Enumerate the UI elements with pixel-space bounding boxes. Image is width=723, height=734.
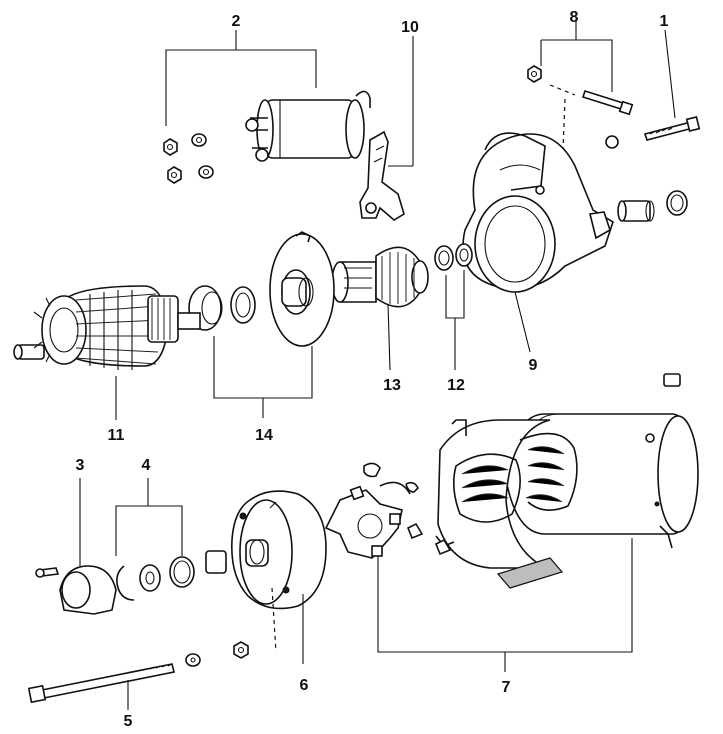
callout-13: 13: [383, 377, 401, 394]
part-2-solenoid-group: [163, 30, 371, 184]
part-3-end-cap: [35, 478, 117, 615]
callout-12: 12: [447, 377, 465, 394]
part-4-seal-group: [115, 478, 227, 601]
part-10-shift-lever: [359, 36, 414, 221]
callout-4: 4: [142, 457, 151, 474]
solenoid-nuts-washers: [163, 133, 214, 184]
part-9-drive-end-housing: [462, 132, 614, 353]
part-11-armature: [13, 285, 201, 420]
solenoid: [245, 90, 371, 162]
brush-holder-plate: [324, 462, 452, 559]
part-1-bolt: [605, 29, 701, 149]
callout-7: 7: [502, 679, 511, 696]
part-14-thrust-plate: [188, 231, 335, 418]
callout-labels: 2 10 8 1 9 13 12 11 14 3 4 6 7 5: [76, 9, 669, 730]
part-8-bolt-nut: [527, 20, 634, 176]
callout-6: 6: [300, 677, 309, 694]
callout-11: 11: [108, 427, 125, 444]
part-6-end-plate: [231, 490, 327, 664]
callout-bracket-2: [165, 49, 317, 126]
part-12-washer-circlip: [434, 243, 473, 370]
callout-9: 9: [529, 357, 538, 374]
callout-14: 14: [255, 427, 273, 444]
housing-bushing-washer: [617, 190, 688, 222]
callout-8: 8: [570, 9, 579, 26]
part-13-pinion-drive: [331, 246, 429, 371]
callout-3: 3: [76, 457, 85, 474]
callout-10: 10: [401, 19, 419, 36]
callout-2: 2: [232, 13, 241, 30]
part-5-through-bolt: [27, 641, 249, 710]
callout-1: 1: [660, 13, 669, 30]
callout-5: 5: [124, 713, 133, 730]
part-7-field-yoke: [377, 373, 699, 672]
